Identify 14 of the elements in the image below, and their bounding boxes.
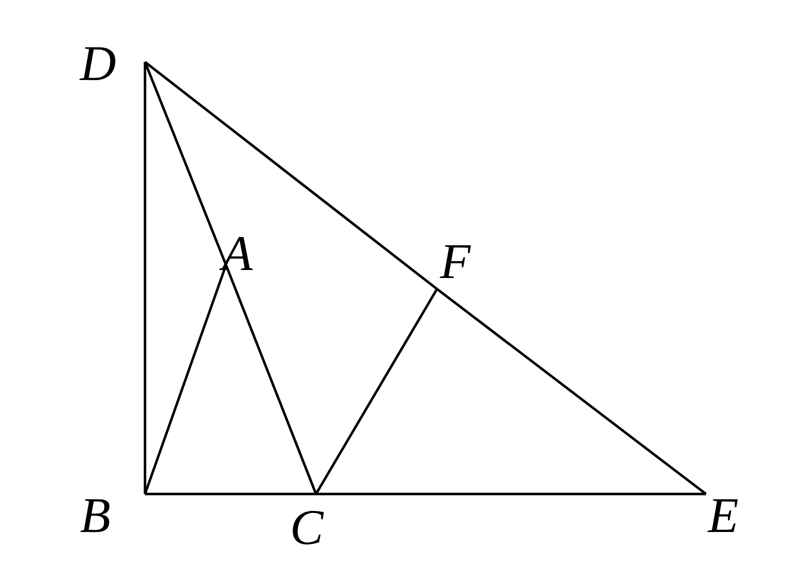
line-segment [436, 288, 707, 495]
point-label: B [80, 490, 111, 540]
point-label: C [290, 502, 324, 552]
line-segment [316, 492, 706, 496]
line-segment [144, 264, 228, 494]
line-segment [145, 492, 316, 496]
point-label: F [440, 236, 471, 286]
line-segment [144, 61, 438, 290]
point-label: D [80, 38, 116, 88]
line-segment [144, 62, 146, 494]
line-segment [314, 288, 438, 495]
line-segment [224, 264, 318, 494]
line-segment [144, 62, 228, 266]
point-label: E [708, 490, 739, 540]
